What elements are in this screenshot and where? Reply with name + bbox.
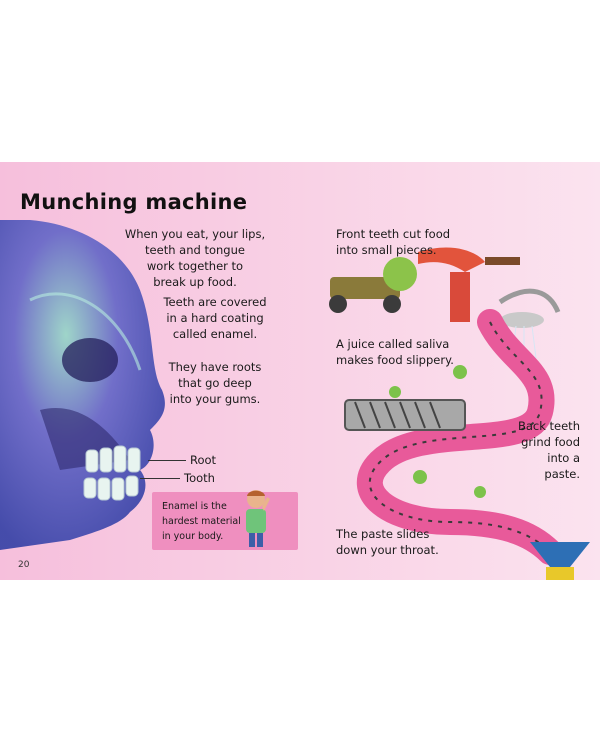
saliva-text: A juice called saliva makes food slipper… <box>336 336 454 368</box>
front-teeth-text: Front teeth cut food into small pieces. <box>336 226 450 258</box>
tooth-label: Tooth <box>184 471 215 485</box>
saliva-line: makes food slippery. <box>336 353 454 367</box>
page-title: Munching machine <box>20 190 248 214</box>
back-teeth-line: into a paste. <box>544 451 580 481</box>
intro-line: work together to <box>146 259 244 273</box>
callout-line: hardest material <box>162 516 241 527</box>
roots-text: They have roots that go deep into your g… <box>155 359 275 407</box>
paste-line: The paste slides <box>336 527 430 541</box>
back-teeth-line: grind food <box>521 435 580 449</box>
book-spread: Munching machine When you eat, your lips… <box>0 162 600 580</box>
intro-line: teeth and tongue <box>145 243 245 257</box>
saliva-line: A juice called saliva <box>336 337 450 351</box>
back-teeth-text: Back teeth grind food into a paste. <box>510 418 580 482</box>
front-teeth-line: into small pieces. <box>336 243 437 257</box>
roots-line: that go deep <box>178 376 252 390</box>
callout-line: Enamel is the <box>162 501 227 512</box>
paste-text: The paste slides down your throat. <box>336 526 439 558</box>
back-teeth-line: Back teeth <box>517 419 580 433</box>
roots-line: They have roots <box>168 360 262 374</box>
enamel-text: Teeth are covered in a hard coating call… <box>155 294 275 342</box>
enamel-callout: Enamel is the hardest material in your b… <box>152 492 298 550</box>
root-label: Root <box>190 453 217 467</box>
boy-pointing-icon <box>246 490 270 547</box>
intro-line: When you eat, your lips, <box>124 227 266 241</box>
callout-text: Enamel is the hardest material in your b… <box>162 499 252 544</box>
roots-line: into your gums. <box>169 392 261 406</box>
munching-machine-illustration <box>329 247 590 580</box>
paste-line: down your throat. <box>336 543 439 557</box>
callout-line: in your body. <box>162 531 224 542</box>
skull-xray-icon <box>0 220 165 550</box>
enamel-line: called enamel. <box>172 327 258 341</box>
root-pointer <box>148 460 186 461</box>
intro-text: When you eat, your lips, teeth and tongu… <box>122 226 268 290</box>
enamel-line: Teeth are covered <box>163 295 267 309</box>
enamel-line: in a hard coating <box>166 311 264 325</box>
front-teeth-line: Front teeth cut food <box>336 227 451 241</box>
intro-line: break up food. <box>153 275 237 289</box>
tooth-pointer <box>140 478 180 479</box>
page-number: 20 <box>18 560 30 570</box>
